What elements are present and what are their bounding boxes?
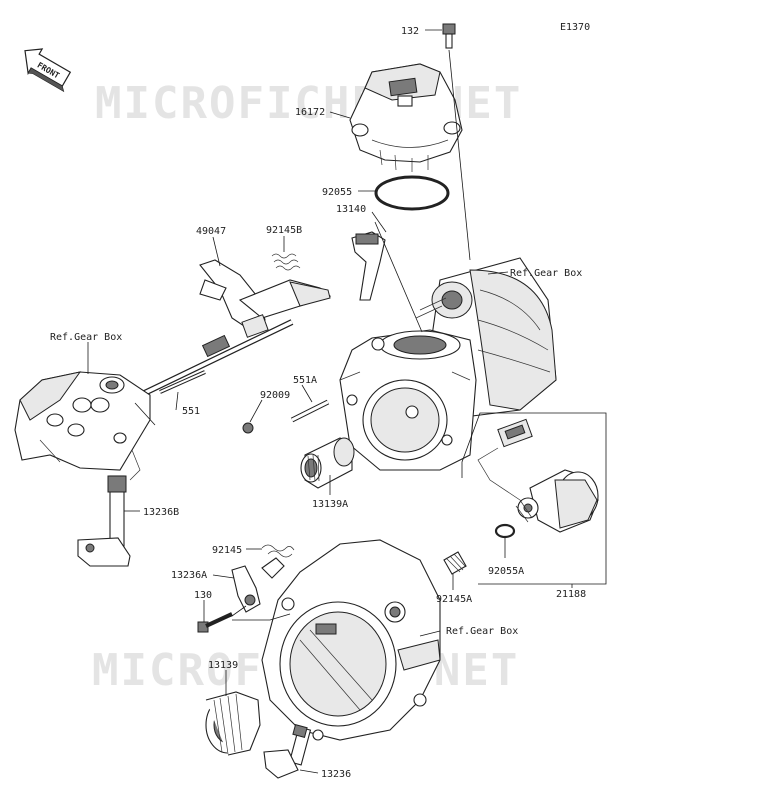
label-ref-gear-box-lower: Ref.Gear Box xyxy=(446,626,518,637)
label-551: 551 xyxy=(182,406,200,417)
o-ring-92055a xyxy=(494,523,516,539)
label-13139a: 13139A xyxy=(312,499,348,510)
sleeve-13139a xyxy=(300,437,355,489)
bell-housing xyxy=(261,539,441,741)
label-21188: 21188 xyxy=(556,589,586,600)
solenoid-21188 xyxy=(477,418,599,533)
callout-labels: 132 16172 92055 13140 49047 92145B Ref.G… xyxy=(50,26,586,780)
label-ref-gear-box-left: Ref.Gear Box xyxy=(50,332,122,343)
bolt-130 xyxy=(197,612,233,633)
label-132: 132 xyxy=(401,26,419,37)
gear-housing xyxy=(339,329,477,471)
label-13236: 13236 xyxy=(321,769,351,780)
o-ring-92055 xyxy=(374,175,450,211)
shaft-13236 xyxy=(263,724,312,779)
front-arrow-icon: FRONT xyxy=(24,48,72,93)
label-16172: 16172 xyxy=(295,107,325,118)
spring-92145 xyxy=(261,544,295,558)
pin-551a xyxy=(290,399,330,423)
label-92055: 92055 xyxy=(322,187,352,198)
label-92145a: 92145A xyxy=(436,594,472,605)
label-130: 130 xyxy=(194,590,212,601)
spring-92145a xyxy=(443,551,467,575)
label-13140: 13140 xyxy=(336,204,366,215)
ball-92009 xyxy=(242,422,254,434)
shift-fork-13140 xyxy=(351,231,386,301)
label-551a: 551A xyxy=(293,375,317,386)
label-92055a: 92055A xyxy=(488,566,524,577)
shift-shaft xyxy=(128,319,294,403)
label-13139: 13139 xyxy=(208,660,238,671)
label-13236b: 13236B xyxy=(143,507,179,518)
diagram-code: E1370 xyxy=(560,22,590,33)
bolt-132 xyxy=(442,23,471,261)
shift-fork-49047 xyxy=(199,259,332,338)
sleeve-13139 xyxy=(205,691,261,756)
label-92145: 92145 xyxy=(212,545,242,556)
left-gear-box xyxy=(14,371,151,481)
label-13236a: 13236A xyxy=(171,570,207,581)
bracket-21188 xyxy=(461,412,607,585)
spring-92145b xyxy=(271,253,301,271)
label-92009: 92009 xyxy=(260,390,290,401)
leader-lines xyxy=(87,29,573,774)
label-92145b: 92145B xyxy=(266,225,302,236)
shaft-13236b xyxy=(77,475,131,567)
label-ref-gear-box-upper-right: Ref.Gear Box xyxy=(510,268,582,279)
label-49047: 49047 xyxy=(196,226,226,237)
actuator-cover-16172 xyxy=(349,63,463,172)
lever-13236a xyxy=(231,557,285,613)
